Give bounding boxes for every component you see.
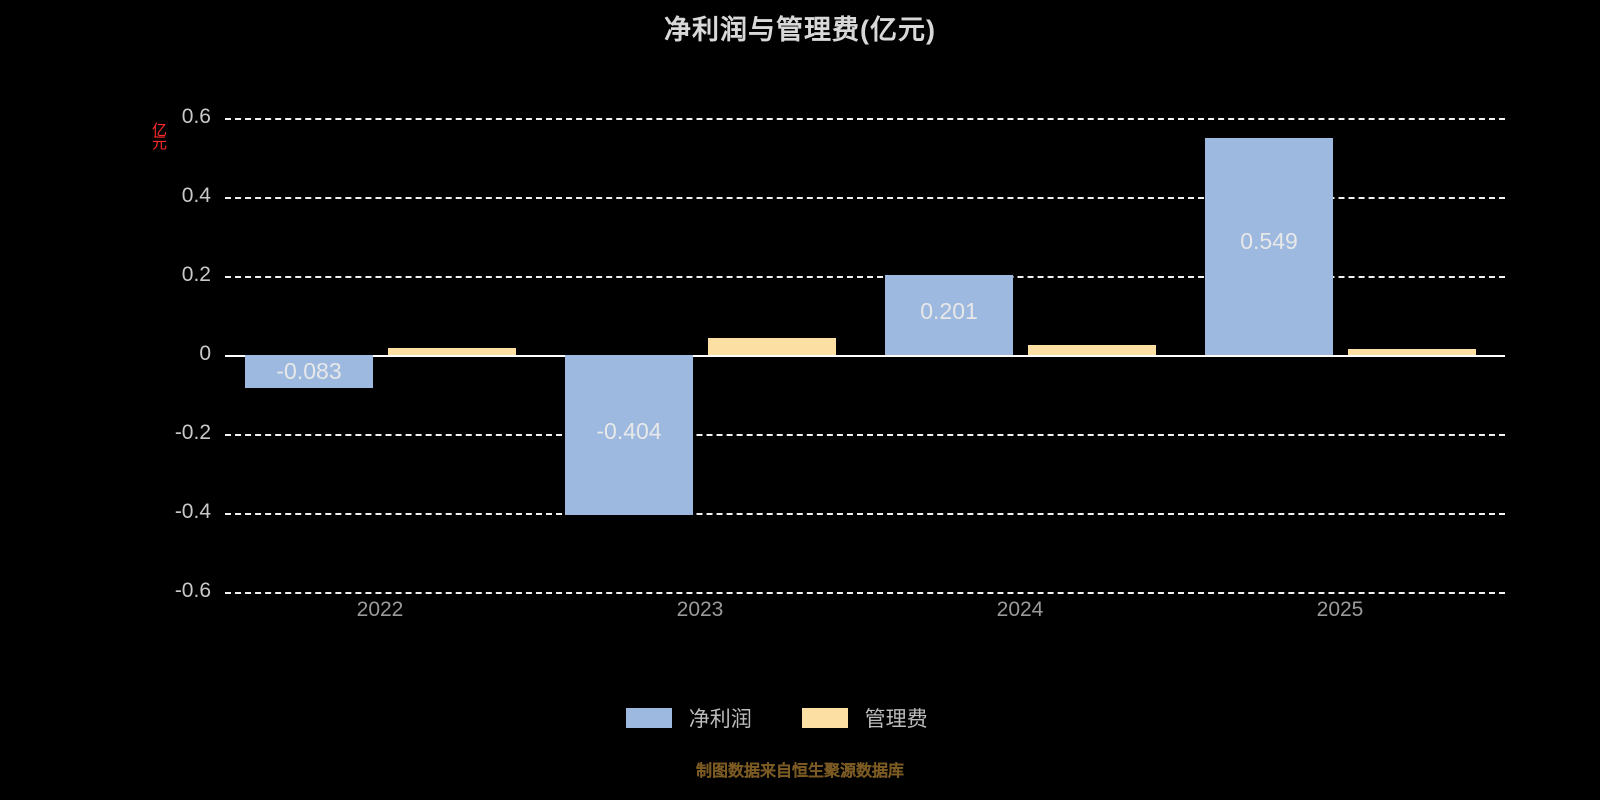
gridline--0.2 [225, 434, 1505, 436]
bar-expense-2022[interactable] [388, 348, 516, 355]
gridline--0.4 [225, 513, 1505, 515]
value-label-2023: -0.404 [596, 418, 662, 444]
legend-label-profit[interactable]: 净利润 [688, 708, 752, 731]
plot-area: -0.083 -0.404 0.201 0.549 [225, 118, 1505, 594]
gridline-0.4 [225, 197, 1505, 199]
y-tick-6: -0.6 [174, 579, 211, 602]
gridline-0.6 [225, 118, 1505, 120]
legend-swatch-expense [802, 708, 849, 728]
y-tick-3: 0 [199, 342, 211, 365]
footer-note: 制图数据来自恒生聚源数据库 制图数据来自恒生聚源数据库 [0, 757, 1600, 781]
footer-text-shadow: 制图数据来自恒生聚源数据库 [695, 763, 904, 780]
gridline-zero [225, 355, 1505, 357]
y-tick-0: 0.6 [181, 105, 211, 128]
y-tick-4: -0.2 [174, 421, 211, 444]
legend: 净利润 管理费 [0, 703, 1600, 733]
y-axis-ticks: 0.6 0.4 0.2 0 -0.2 -0.4 -0.6 [0, 105, 225, 602]
bar-expense-2023[interactable] [708, 338, 836, 355]
x-tick-2025: 2025 [1316, 598, 1364, 621]
bar-profit-2023[interactable] [565, 355, 693, 515]
x-tick-2023: 2023 [676, 598, 724, 621]
bar-expense-2024[interactable] [1028, 345, 1156, 355]
value-label-2024: 0.201 [920, 298, 978, 324]
legend-label-expense[interactable]: 管理费 [864, 708, 928, 731]
y-tick-2: 0.2 [181, 263, 211, 286]
y-axis-label: 亿元 [150, 122, 167, 148]
gridline--0.6 [225, 592, 1505, 594]
bar-profit-2024[interactable] [885, 275, 1013, 355]
bar-expense-2025[interactable] [1348, 349, 1476, 355]
bar-profit-2022[interactable] [245, 355, 373, 388]
value-label-2022: -0.083 [276, 358, 342, 384]
value-label-2025: 0.549 [1240, 228, 1298, 254]
x-axis-ticks: 2022 2023 2024 2025 [225, 598, 1505, 638]
footer-text: 制图数据来自恒生聚源数据库 [695, 763, 904, 780]
chart-title: 净利润与管理费(亿元) [664, 15, 936, 45]
y-tick-1: 0.4 [181, 184, 211, 207]
y-tick-5: -0.4 [174, 500, 211, 523]
bar-profit-2025[interactable] [1205, 138, 1333, 355]
gridline-0.2 [225, 276, 1505, 278]
x-tick-2024: 2024 [996, 598, 1044, 621]
x-tick-2022: 2022 [356, 598, 404, 621]
legend-swatch-profit [626, 708, 673, 728]
